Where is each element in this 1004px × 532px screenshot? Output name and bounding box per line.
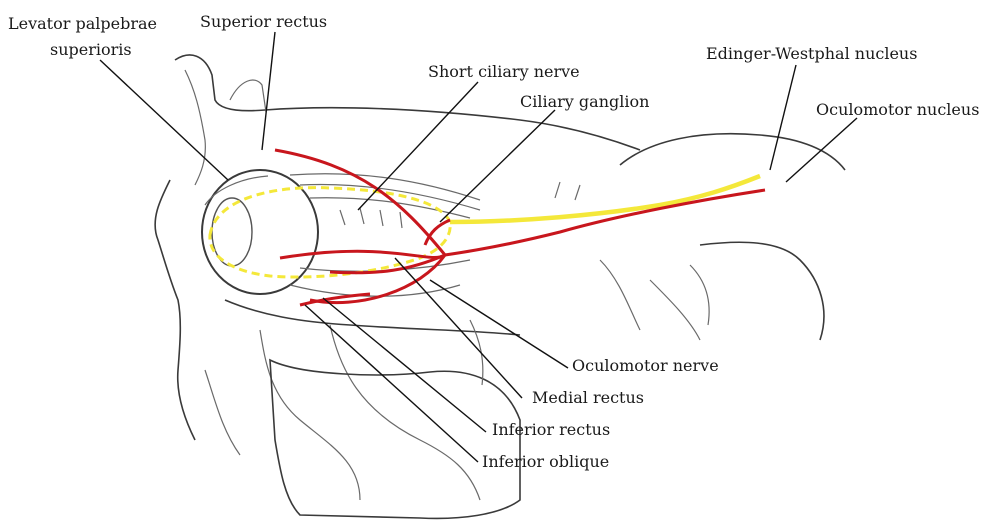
skull-sketch (155, 55, 845, 518)
label-inferior-rectus: Inferior rectus (492, 420, 610, 440)
label-short-ciliary-nerve: Short ciliary nerve (428, 62, 580, 82)
label-levator-line2: superioris (50, 40, 157, 60)
label-ciliary-ganglion: Ciliary ganglion (520, 92, 649, 112)
label-levator-palpebrae: Levator palpebrae superioris (8, 14, 157, 60)
label-levator-line1: Levator palpebrae (8, 14, 157, 34)
label-superior-rectus: Superior rectus (200, 12, 327, 32)
label-oculomotor-nucleus: Oculomotor nucleus (816, 100, 979, 120)
red-nerve-paths (275, 150, 765, 305)
label-medial-rectus: Medial rectus (532, 388, 644, 408)
label-oculomotor-nerve: Oculomotor nerve (572, 356, 719, 376)
label-inferior-oblique: Inferior oblique (482, 452, 609, 472)
label-edinger-westphal: Edinger-Westphal nucleus (706, 44, 917, 64)
ciliary-dashed-outline (210, 188, 450, 277)
